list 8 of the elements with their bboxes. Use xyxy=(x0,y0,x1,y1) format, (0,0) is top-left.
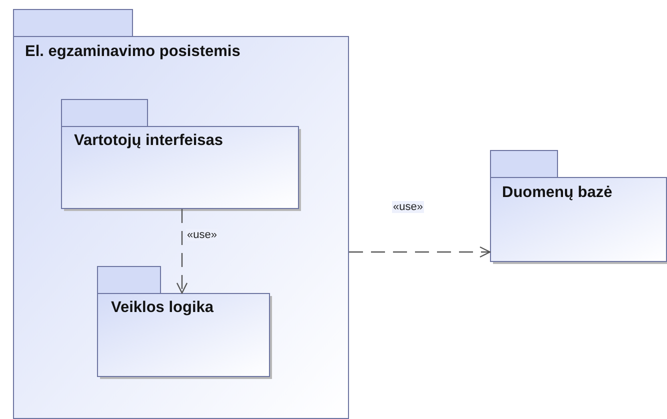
dependency-arrow xyxy=(176,209,188,294)
package-name: Vartotojų interfeisas xyxy=(74,132,224,150)
package-name: El. egzaminavimo posistemis xyxy=(25,43,240,61)
edge-label: «use» xyxy=(186,229,218,241)
dependency-arrow xyxy=(349,246,491,258)
edge-label: «use» xyxy=(392,201,424,213)
package-name: Duomenų bazė xyxy=(502,184,612,202)
package-name: Veiklos logika xyxy=(111,299,214,317)
